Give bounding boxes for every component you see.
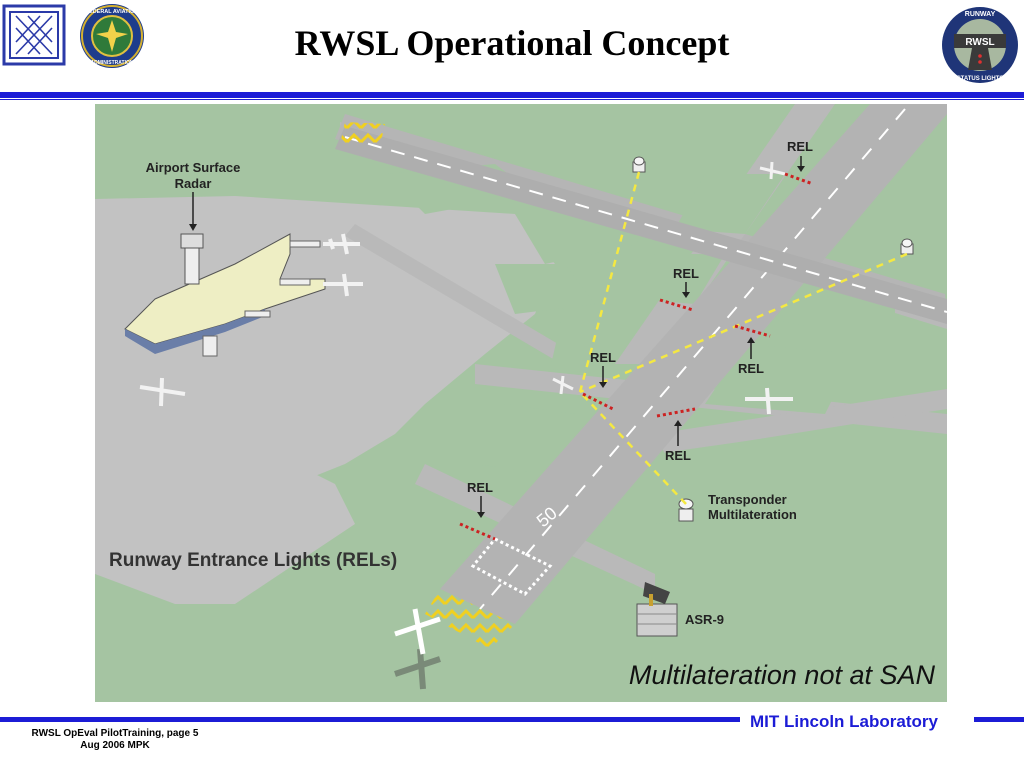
airport-diagram: 50: [95, 104, 948, 702]
rel-label: REL: [673, 266, 699, 281]
landing-aircraft-icon: [394, 608, 441, 655]
footer-page-info: RWSL OpEval PilotTraining, page 5 Aug 20…: [30, 728, 200, 752]
aircraft-icon: [552, 375, 574, 395]
footer-divider-left: [0, 717, 740, 722]
footer-page: RWSL OpEval PilotTraining, page 5: [31, 728, 199, 739]
grass-island: [550, 304, 635, 374]
rwsl-logo-bottom-text: STATUS LIGHTS: [957, 76, 1004, 82]
jetway: [289, 240, 321, 248]
rel-label-group: REL: [590, 350, 616, 388]
faa-seal-top-text: FEDERAL AVIATION: [86, 9, 139, 15]
radar-label-line2: Radar: [175, 176, 212, 191]
grass-island: [635, 254, 725, 304]
jetway: [202, 335, 218, 357]
arrow-head-icon: [189, 224, 197, 231]
grass-island: [495, 264, 595, 314]
taxiway-diag-1: [345, 224, 575, 366]
transponder-label-line2: Multilateration: [708, 507, 797, 522]
faa-seal-bottom-text: ADMINISTRATION: [91, 60, 134, 66]
footer-org: MIT Lincoln Laboratory: [750, 712, 938, 731]
asr9-radar-icon: [636, 582, 678, 637]
aircraft-icon: [759, 161, 786, 180]
rwsl-logo-center-text: RWSL: [965, 37, 994, 48]
rel-label: REL: [590, 350, 616, 365]
runway-threshold-chevrons: [425, 589, 515, 649]
footer-divider-right: [974, 717, 1024, 722]
terminal-facade: [125, 309, 265, 354]
header-divider-thin: [0, 99, 1024, 100]
rel-label-group: REL: [467, 480, 493, 518]
page-title: RWSL Operational Concept: [294, 23, 730, 63]
main-runway: [440, 104, 947, 624]
grass-island: [675, 174, 785, 234]
aircraft-icon: [139, 377, 186, 407]
runway-piano-keys: [470, 537, 553, 596]
rel-label-group: REL: [673, 266, 699, 298]
rel-label: REL: [787, 139, 813, 154]
header-divider: [0, 92, 1024, 98]
rel-label-group: REL: [738, 337, 764, 376]
apron-lower: [95, 404, 355, 604]
landing-aircraft-shadow: [394, 648, 441, 690]
grass-island: [475, 404, 575, 474]
aircraft-icon: [745, 387, 793, 415]
rel-label: REL: [665, 448, 691, 463]
taxiway-right-lower: [655, 389, 947, 454]
rwsl-logo-icon: RWSL RUNWAY STATUS LIGHTS: [940, 4, 1020, 86]
building-lattice-logo-icon: [2, 4, 66, 66]
multilateration-sensor-icon: [900, 238, 914, 255]
rel-label: REL: [467, 480, 493, 495]
footer-date: Aug 2006 MPK: [80, 740, 150, 751]
asr9-label: ASR-9: [685, 612, 724, 627]
multilateration-sensor-icon: [632, 156, 646, 173]
jetway: [244, 310, 271, 318]
aircraft-icon: [323, 233, 360, 255]
transponder-label-line1: Transponder: [708, 492, 787, 507]
aircraft-icon: [323, 273, 363, 297]
apron-area: [95, 196, 555, 494]
diagram-caption: Runway Entrance Lights (RELs): [109, 550, 397, 571]
rel-label: REL: [738, 361, 764, 376]
rel-lights: [459, 172, 814, 541]
diagram-note: Multilateration not at SAN: [629, 660, 936, 690]
radar-label-line1: Airport Surface: [146, 160, 241, 175]
crossing-runway-centerline: [344, 136, 948, 313]
rel-label-group: REL: [665, 420, 691, 463]
rel-label-group: REL: [787, 139, 813, 172]
crossing-runway-chevrons: [340, 122, 385, 146]
rwsl-logo-top-text: RUNWAY: [965, 11, 996, 18]
control-tower-cab: [180, 233, 204, 249]
crossing-runway: [335, 126, 947, 324]
grass-island: [705, 344, 855, 414]
jetway: [279, 278, 311, 286]
faa-seal-icon: FEDERAL AVIATION ADMINISTRATION: [78, 2, 146, 70]
runway-centerline: [479, 108, 906, 610]
